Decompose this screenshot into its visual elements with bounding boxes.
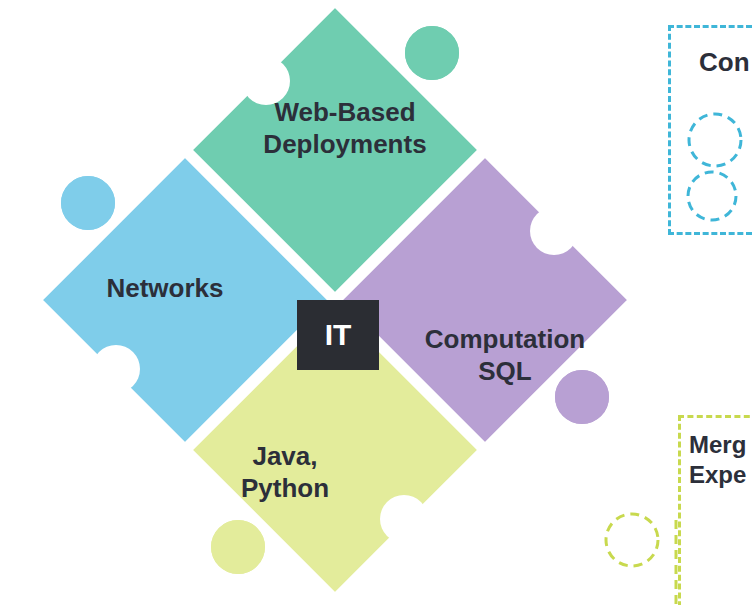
piece-label: Merg Expe xyxy=(689,430,749,490)
piece-label: Web-Based Deployments xyxy=(238,96,453,161)
piece-label: IT xyxy=(325,316,352,354)
dashed-puzzle-outline xyxy=(606,514,676,605)
piece-label: Computation SQL xyxy=(410,323,600,388)
dashed-panel: Merg Expe xyxy=(678,415,752,605)
dashed-puzzle-outline xyxy=(688,114,741,220)
dashed-panel: Con xyxy=(668,25,752,235)
piece-label: Java, Python xyxy=(225,440,345,505)
center-box: IT xyxy=(297,300,379,370)
piece-label: Con xyxy=(699,46,752,79)
piece-label: Networks xyxy=(80,272,250,305)
